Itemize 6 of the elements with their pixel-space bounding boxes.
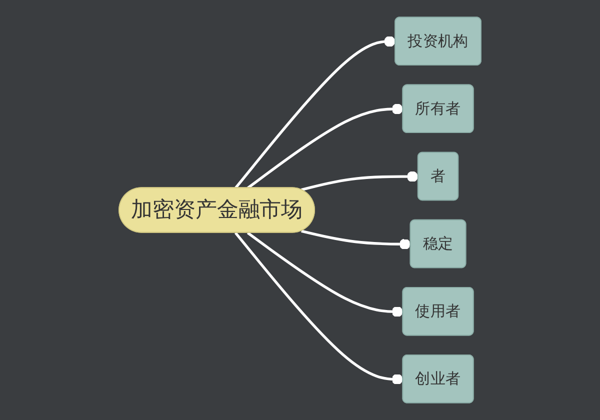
connector <box>246 232 404 318</box>
connector <box>234 36 396 189</box>
connector <box>301 230 411 250</box>
connector <box>234 232 404 385</box>
connector <box>301 171 418 192</box>
connector <box>246 104 404 190</box>
